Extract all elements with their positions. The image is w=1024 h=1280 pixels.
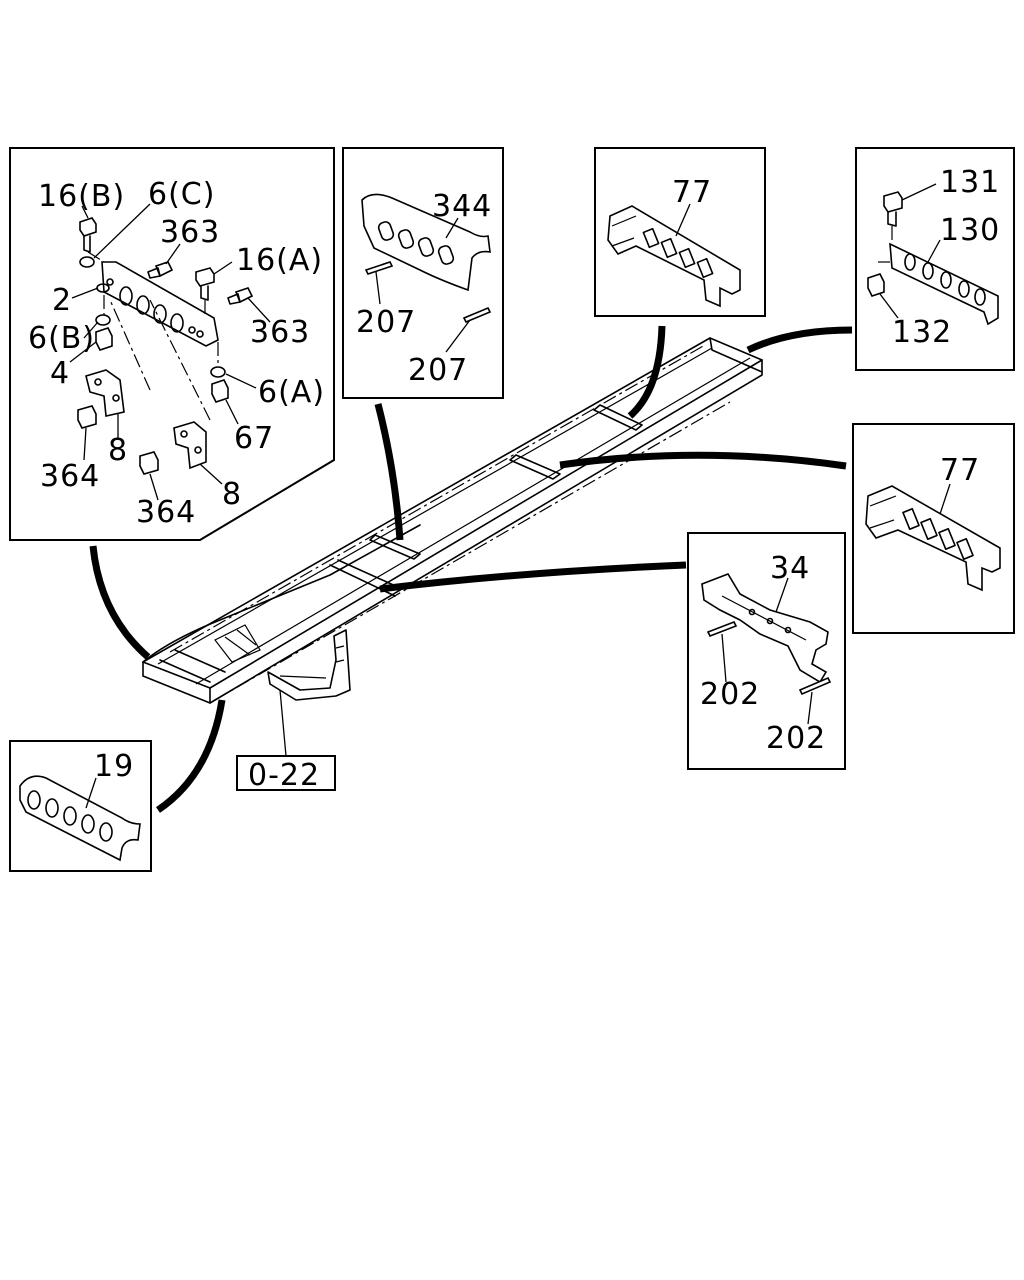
reference-label: 0-22 bbox=[248, 758, 320, 793]
nut-icon bbox=[139, 451, 159, 475]
callout-8-right: 8 bbox=[222, 477, 242, 512]
callout-364-right: 364 bbox=[136, 495, 196, 530]
crossmember-icon bbox=[361, 193, 491, 292]
callout-34: 34 bbox=[770, 551, 810, 586]
callout-77-right: 77 bbox=[940, 453, 980, 488]
callout-202-right: 202 bbox=[766, 721, 826, 756]
connector-curves bbox=[89, 325, 853, 813]
callout-132: 132 bbox=[892, 315, 952, 350]
callout-6b: 6(B) bbox=[28, 321, 95, 356]
mount-bracket-icon bbox=[85, 369, 125, 417]
chassis-frame bbox=[142, 337, 763, 704]
connector-77-top bbox=[627, 325, 666, 419]
callout-67: 67 bbox=[234, 421, 274, 456]
connector-bracket bbox=[89, 545, 151, 660]
crossmember-icon bbox=[607, 205, 741, 308]
mount-bracket-icon bbox=[173, 421, 207, 470]
flange-bolt-icon bbox=[147, 261, 174, 279]
washer-icon bbox=[95, 314, 111, 326]
connector-19 bbox=[156, 699, 226, 813]
inset-crossmember-34: 34 202 202 bbox=[687, 532, 846, 770]
nut-icon bbox=[77, 405, 97, 429]
nut-icon bbox=[95, 327, 113, 351]
inset-bracket: 16(B) 6(C) 363 16(A) 2 363 6(B) 4 6(A) 6… bbox=[9, 147, 335, 541]
callout-4: 4 bbox=[50, 356, 70, 391]
shim-icon bbox=[706, 620, 738, 638]
connector-344 bbox=[374, 403, 404, 541]
callout-16a: 16(A) bbox=[236, 243, 323, 278]
inset-crossmember-19: 19 bbox=[9, 740, 152, 872]
callout-6c: 6(C) bbox=[148, 177, 215, 212]
inset-crossmember-77-right: 77 bbox=[852, 423, 1015, 634]
bolt-icon bbox=[883, 191, 903, 227]
washer-icon bbox=[79, 256, 95, 268]
inset-crossmember-130: 131 130 132 bbox=[855, 147, 1015, 371]
flange-bolt-icon bbox=[227, 287, 254, 305]
inset-crossmember-344: 344 207 207 bbox=[342, 147, 504, 399]
callout-130: 130 bbox=[940, 213, 1000, 248]
connector-77-right bbox=[559, 451, 847, 470]
nut-icon bbox=[867, 273, 885, 297]
inset-crossmember-77-top: 77 bbox=[594, 147, 766, 317]
callout-8-left: 8 bbox=[108, 433, 128, 468]
callout-77-top: 77 bbox=[672, 175, 712, 210]
nut-icon bbox=[211, 379, 229, 403]
callout-364-left: 364 bbox=[40, 459, 100, 494]
callout-344: 344 bbox=[432, 189, 492, 224]
callout-202-left: 202 bbox=[700, 677, 760, 712]
bolt-icon bbox=[79, 217, 97, 253]
callout-131: 131 bbox=[940, 165, 1000, 200]
callout-363-lower: 363 bbox=[250, 315, 310, 350]
washer-icon bbox=[210, 366, 226, 378]
callout-19: 19 bbox=[94, 749, 134, 784]
callout-207-left: 207 bbox=[356, 305, 416, 340]
connector-130 bbox=[746, 326, 853, 354]
crossmember-icon bbox=[889, 242, 999, 326]
crossmember-icon bbox=[865, 485, 1001, 592]
callout-2: 2 bbox=[52, 283, 72, 318]
shim-icon bbox=[364, 261, 394, 275]
shim-icon bbox=[798, 676, 832, 696]
reference-box[interactable]: 0-22 bbox=[236, 755, 336, 793]
crossmember-icon bbox=[701, 573, 829, 684]
callout-16b: 16(B) bbox=[38, 179, 125, 214]
callout-207-right: 207 bbox=[408, 353, 468, 388]
bolt-icon bbox=[195, 267, 215, 301]
shim-icon bbox=[462, 306, 492, 324]
crossmember-icon bbox=[19, 775, 141, 862]
reference-leader bbox=[279, 689, 287, 757]
callout-363-upper: 363 bbox=[160, 215, 220, 250]
connector-34 bbox=[379, 561, 687, 593]
callout-6a: 6(A) bbox=[258, 375, 325, 410]
